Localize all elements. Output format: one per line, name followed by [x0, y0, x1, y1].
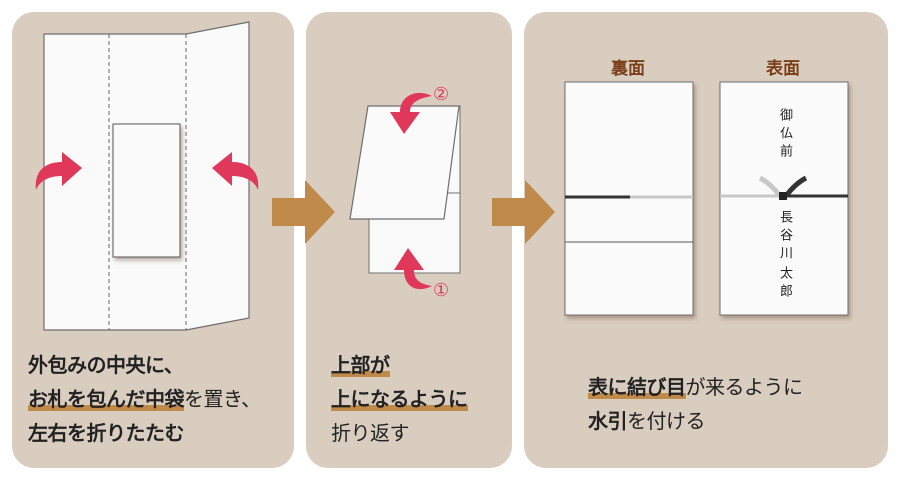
folded-envelope: [349, 105, 461, 274]
caption-highlight: お札を包んだ中袋: [28, 387, 185, 413]
front-face-label: 表面: [766, 59, 800, 79]
envelope-front: [719, 81, 849, 316]
caption-text: が来るように: [685, 375, 804, 399]
step-arrow-icon: [492, 180, 555, 244]
offering-title: 御仏前: [777, 108, 792, 162]
caption-highlight: 上部が: [331, 353, 390, 379]
marker-1: ①: [433, 280, 450, 301]
caption-line: 左右を折りたたむ: [28, 421, 185, 445]
caption-highlight: 上になるように: [331, 387, 468, 413]
curved-arrow-right-icon: [35, 152, 82, 190]
step-3-caption: 表に結び目が来るように 水引を付ける: [588, 370, 803, 438]
marker-2: ②: [433, 84, 450, 105]
caption-highlight: 表に結び目: [588, 375, 686, 401]
caption-line: 折り返す: [331, 421, 410, 445]
caption-text: を付ける: [627, 409, 706, 433]
inner-envelope: [112, 123, 181, 258]
fold-down-arrow-icon: [390, 92, 432, 134]
envelope-back: [564, 81, 694, 316]
name-given: 太郎: [777, 266, 792, 302]
step-1-caption: 外包みの中央に、 お札を包んだ中袋を置き、 左右を折りたたむ: [28, 348, 261, 450]
back-face-label: 裏面: [611, 59, 645, 79]
step-arrow-icon: [272, 180, 335, 244]
curved-arrow-left-icon: [212, 152, 259, 190]
step-2-caption: 上部が 上になるように 折り返す: [331, 348, 468, 450]
name-family: 長谷川: [777, 210, 792, 264]
caption-bold: 水引: [588, 409, 628, 433]
caption-text: を置き、: [184, 387, 261, 411]
fold-up-arrow-icon: [394, 248, 432, 290]
caption-line: 外包みの中央に、: [28, 353, 184, 377]
